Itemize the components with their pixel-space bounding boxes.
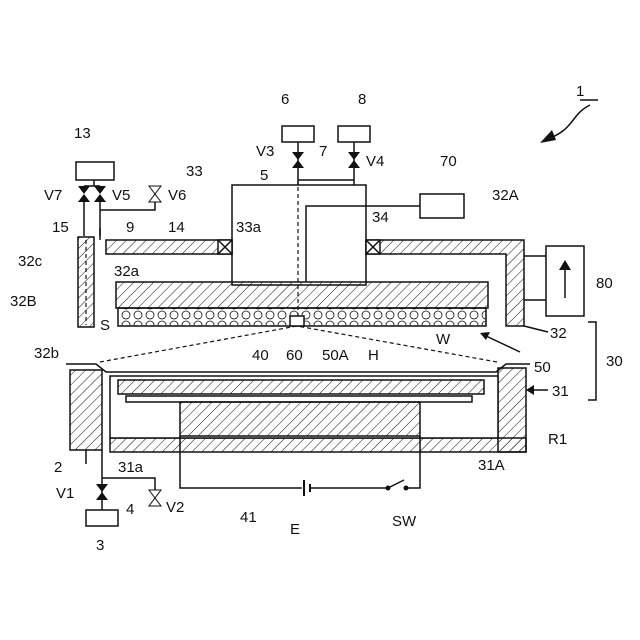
electrode-block xyxy=(180,402,420,436)
leader-50-head xyxy=(480,332,490,340)
valve-v7-top xyxy=(78,186,90,194)
label-32c: 32c xyxy=(18,253,43,270)
valve-v2-top xyxy=(149,490,161,498)
lower-base-31A xyxy=(110,438,526,452)
label-32b: 32b xyxy=(34,345,59,362)
switch-SW-blade xyxy=(388,480,404,488)
label-S: S xyxy=(100,317,110,334)
label-60: 60 xyxy=(286,347,303,364)
label-v5: V5 xyxy=(112,187,130,204)
label-15: 15 xyxy=(52,219,69,236)
label-32: 32 xyxy=(550,325,567,342)
valve-v6-bottom xyxy=(149,194,161,202)
label-34: 34 xyxy=(372,209,389,226)
label-H: H xyxy=(368,347,379,364)
plate-50 xyxy=(116,282,488,308)
valve-v1-top xyxy=(96,484,108,492)
label-1: 1 xyxy=(576,83,584,100)
label-v1: V1 xyxy=(56,485,74,502)
label-31: 31 xyxy=(552,383,569,400)
label-6: 6 xyxy=(281,91,289,108)
label-v6: V6 xyxy=(168,187,186,204)
label-40: 40 xyxy=(252,347,269,364)
label-5: 5 xyxy=(260,167,268,184)
lower-wall-left xyxy=(70,370,102,450)
label-3: 3 xyxy=(96,537,104,554)
label-33: 33 xyxy=(186,163,203,180)
brace-30 xyxy=(588,322,596,400)
valve-v4-bottom xyxy=(348,160,360,168)
label-v3: V3 xyxy=(256,143,274,160)
label-32A: 32A xyxy=(492,187,519,204)
label-50: 50 xyxy=(534,359,551,376)
valve-v3-top xyxy=(292,152,304,160)
valve-v5-top xyxy=(94,186,106,194)
leader-50 xyxy=(484,335,520,352)
lid-left-arm xyxy=(106,240,232,254)
label-v2: V2 xyxy=(166,499,184,516)
label-E: E xyxy=(290,521,300,538)
label-80: 80 xyxy=(596,275,613,292)
wafer-W xyxy=(66,364,530,372)
valve-v2-bottom xyxy=(149,498,161,506)
leader-31-head xyxy=(526,385,534,395)
label-31a: 31a xyxy=(118,459,144,476)
label-31A: 31A xyxy=(478,457,505,474)
label-14: 14 xyxy=(168,219,185,236)
label-W: W xyxy=(436,331,451,348)
label-SW: SW xyxy=(392,513,417,530)
label-30: 30 xyxy=(606,353,623,370)
stage-40 xyxy=(118,380,484,394)
valve-v6-top xyxy=(149,186,161,194)
label-32B: 32B xyxy=(10,293,37,310)
label-9: 9 xyxy=(126,219,134,236)
heater-H xyxy=(126,396,472,402)
label-4: 4 xyxy=(126,501,134,518)
label-33a: 33a xyxy=(236,219,262,236)
label-41: 41 xyxy=(240,509,257,526)
label-32a: 32a xyxy=(114,263,140,280)
label-70: 70 xyxy=(440,153,457,170)
unit-3 xyxy=(86,510,118,526)
gas-source-6 xyxy=(282,126,314,142)
unit-13 xyxy=(76,162,114,180)
ref-arrow-1-head xyxy=(540,130,556,143)
label-2: 2 xyxy=(54,459,62,476)
valve-v5-bottom xyxy=(94,194,106,202)
pipe-v2 xyxy=(102,478,155,490)
label-v7: V7 xyxy=(44,187,62,204)
valve-v7-bottom xyxy=(78,194,90,202)
gas-source-8 xyxy=(338,126,370,142)
label-7: 7 xyxy=(319,143,327,160)
label-8: 8 xyxy=(358,91,366,108)
valve-v3-bottom xyxy=(292,160,304,168)
unit-70 xyxy=(420,194,464,218)
leader-32 xyxy=(524,326,548,332)
valve-v4-top xyxy=(348,152,360,160)
sensor-60 xyxy=(290,316,304,326)
valve-v1-bottom xyxy=(96,492,108,500)
label-v4: V4 xyxy=(366,153,384,170)
label-R1: R1 xyxy=(548,431,567,448)
label-13: 13 xyxy=(74,125,91,142)
label-50A: 50A xyxy=(322,347,349,364)
